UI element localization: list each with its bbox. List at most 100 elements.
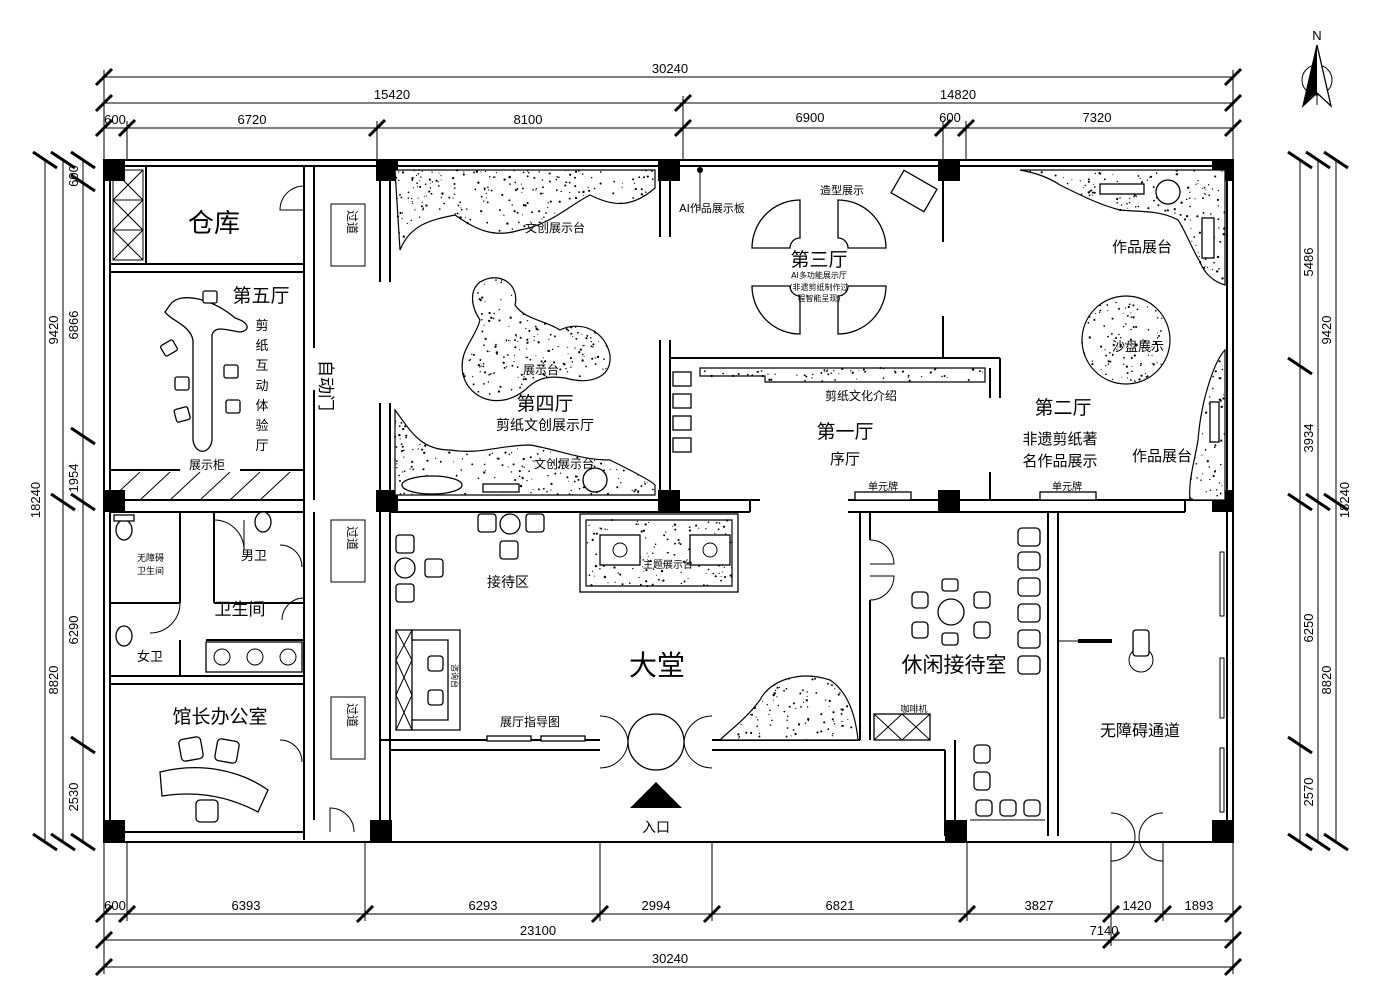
- lobby-label: 大堂: [629, 649, 685, 682]
- papercut-intro-label: 剪纸文化介绍: [825, 388, 897, 403]
- accessible-wc-label: 无障碍: [137, 552, 164, 564]
- hall2-desc-line1: 非遗剪纸著: [1022, 430, 1097, 448]
- lounge-label: 休闲接待室: [902, 653, 1007, 677]
- hall3-desc-line1: AI多功能展示厅: [791, 270, 847, 280]
- lounge-room: 休闲接待室 咖啡机: [869, 527, 1045, 821]
- dim-left-detail-3: 1954: [66, 464, 81, 493]
- accessible-wc-label-2: 卫生间: [137, 565, 164, 577]
- hall1-room: 剪纸文化介绍 第一厅 序厅 单元牌 单元牌: [672, 367, 1097, 501]
- hall5-room: 第五厅 剪 纸 互 动 体 验 厅 展示柜: [109, 285, 291, 501]
- dim-top-mid-2: 14820: [940, 87, 976, 102]
- works-stand-2-label: 作品展台: [1132, 447, 1192, 465]
- dim-right-detail-3: 6250: [1301, 614, 1316, 643]
- corridor-label: 过道: [345, 210, 359, 234]
- dim-right-mid-2: 8820: [1319, 666, 1334, 695]
- dim-right-detail-4: 2570: [1301, 778, 1316, 807]
- dim-left-total: 18240: [28, 482, 43, 518]
- dim-left-mid-1: 9420: [46, 316, 61, 345]
- dim-bottom-detail-6: 3827: [1025, 898, 1054, 913]
- hall3-desc-line2: (非遗剪纸制作过: [789, 282, 848, 292]
- speckle-texture: [703, 367, 983, 382]
- dim-right-total: 18240: [1337, 482, 1352, 518]
- speckle-texture: [1081, 301, 1163, 382]
- restroom-block: 无障碍 卫生间 男卫 卫生间 女卫: [113, 511, 305, 673]
- dim-left-detail-2: 6866: [66, 311, 81, 340]
- display-stand-label: 展示台: [523, 362, 559, 377]
- hall5-desc-char: 验: [255, 418, 268, 434]
- hall3-room: AI作品展示板 造型展示 第三厅 AI多功能展示厅 (非遗剪纸制作过 程智能呈现…: [679, 167, 938, 335]
- cultural-stand-top-label: 文创展示台: [525, 220, 585, 235]
- hall3-label: 第三厅: [790, 249, 847, 271]
- speckle-texture: [737, 675, 853, 741]
- auto-door-label: 自动门: [315, 360, 335, 411]
- theme-stand-label: 主题展示台: [643, 558, 693, 571]
- entrance-label[interactable]: 入口: [642, 820, 670, 836]
- dim-bottom-total: 30240: [652, 951, 688, 966]
- hall1-desc-label: 序厅: [830, 450, 860, 468]
- model-display-label: 造型展示: [820, 183, 864, 197]
- men-restroom-label: 男卫: [241, 549, 267, 564]
- dim-top-detail-2: 6720: [238, 112, 267, 127]
- dim-left-detail-5: 2530: [66, 783, 81, 812]
- dim-bottom-detail-3: 6293: [469, 898, 498, 913]
- warehouse-label: 仓库: [188, 209, 240, 239]
- barrier-free-room: 无障碍通道: [1058, 551, 1225, 862]
- auto-door[interactable]: 自动门: [315, 360, 335, 411]
- hall2-desc-line2: 名作品展示: [1022, 452, 1097, 470]
- hall5-desc-char: 厅: [255, 439, 268, 454]
- women-restroom-label: 女卫: [137, 649, 163, 665]
- display-cabinet-label: 展示柜: [189, 458, 225, 472]
- ai-board-label: AI作品展示板: [679, 201, 745, 215]
- dim-top-detail-6: 7320: [1083, 110, 1112, 125]
- hall5-desc-char: 动: [255, 379, 268, 394]
- barrier-free-label: 无障碍通道: [1100, 721, 1180, 740]
- sandbox-label: 沙盘展示: [1112, 339, 1164, 355]
- dim-bottom-mid-1: 23100: [520, 923, 556, 938]
- dim-right-detail-2: 3934: [1301, 424, 1316, 453]
- structural-columns: [103, 159, 1234, 842]
- dim-bottom-detail-1: 600: [104, 898, 126, 913]
- hall4-label: 第四厅: [516, 393, 573, 415]
- unit-sign-2-label: 单元牌: [1052, 480, 1082, 493]
- restroom-label: 卫生间: [215, 600, 266, 620]
- unit-sign-1-label: 单元牌: [868, 480, 898, 493]
- dim-bottom-detail-5: 6821: [826, 898, 855, 913]
- guide-map-label: 展厅指导图: [500, 714, 560, 729]
- works-stand-label: 作品展台: [1112, 238, 1172, 256]
- corridor-label: 过道: [345, 526, 359, 550]
- dim-top-detail-5: 600: [939, 110, 961, 125]
- dim-bottom-mid-2: 7140: [1090, 923, 1119, 938]
- corridor-label: 过道: [345, 703, 359, 727]
- warehouse-room: 仓库: [112, 169, 305, 261]
- lobby-room: 接待区 主题展示台 咨询台 展厅指导图 大堂 入口: [394, 513, 859, 836]
- hall5-desc: 剪 纸 互 动 体 验 厅: [255, 318, 268, 454]
- wheelchair-icon: [1128, 629, 1154, 673]
- dim-bottom-detail-2: 6393: [232, 898, 261, 913]
- north-compass-icon: N: [1301, 28, 1333, 108]
- dim-right-mid-1: 9420: [1319, 316, 1334, 345]
- dimension-lines: 30240 15420 14820 600 6720 8100 6900 600…: [28, 61, 1352, 977]
- dim-right-detail-1: 5486: [1301, 248, 1316, 277]
- hall5-desc-char: 剪: [255, 318, 268, 334]
- hall2-label: 第二厅: [1034, 397, 1091, 419]
- reception-area-label: 接待区: [487, 574, 529, 591]
- dim-top-detail-1: 600: [104, 112, 126, 127]
- cultural-stand-bottom-label: 文创展示台: [534, 456, 594, 471]
- dim-bottom-detail-7: 1420: [1123, 898, 1152, 913]
- hall4-desc-label: 剪纸文创展示厅: [496, 418, 594, 434]
- dim-top-detail-3: 8100: [514, 112, 543, 127]
- compass-north-label: N: [1312, 28, 1321, 43]
- dim-top-detail-4: 6900: [796, 110, 825, 125]
- coffee-machine-label: 咖啡机: [900, 703, 927, 715]
- dim-bottom-detail-8: 1893: [1185, 898, 1214, 913]
- hall1-label: 第一厅: [816, 421, 873, 443]
- corridor-boxes: 过道 过道 过道: [330, 203, 366, 760]
- hall4-room: 文创展示台 第四厅 剪纸文创展示厅 展示台 文创展示台: [394, 169, 656, 496]
- director-office-label: 馆长办公室: [172, 706, 267, 728]
- dim-left-mid-2: 8820: [46, 666, 61, 695]
- consult-desk-label: 咨询台: [450, 664, 460, 688]
- dim-top-mid-1: 15420: [374, 87, 410, 102]
- dim-top-total: 30240: [652, 61, 688, 76]
- dim-left-detail-1: 600: [66, 165, 81, 187]
